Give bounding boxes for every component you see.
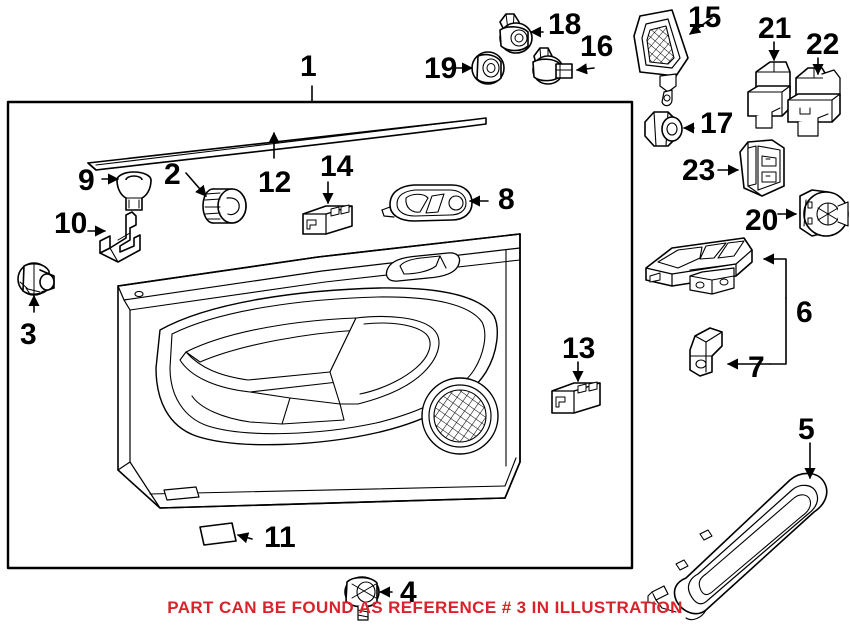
callout-1: 1 — [300, 50, 317, 83]
callout-9: 9 — [78, 164, 95, 197]
callout-5: 5 — [798, 413, 815, 446]
part-belt-line-molding — [87, 117, 487, 171]
callout-22: 22 — [806, 28, 840, 61]
callout-11: 11 — [264, 521, 296, 554]
callout-3: 3 — [20, 318, 37, 351]
part-window-switch-double — [787, 67, 841, 137]
part-round-grommet — [471, 51, 505, 85]
leader-6-branch — [769, 297, 787, 365]
part-mounting-bracket-clip — [99, 211, 141, 263]
callout-8: 8 — [498, 183, 515, 216]
part-connector-13 — [551, 381, 601, 414]
part-lamp-socket — [799, 189, 849, 237]
callout-17: 17 — [700, 107, 734, 140]
callout-20: 20 — [745, 204, 779, 237]
callout-21: 21 — [758, 12, 792, 45]
callout-16: 16 — [580, 30, 614, 63]
callout-10: 10 — [54, 207, 88, 240]
leader-15 — [689, 17, 713, 35]
part-interior-door-handle — [381, 184, 473, 222]
part-hex-nut-cap — [644, 111, 683, 147]
leader-6 — [762, 253, 787, 299]
part-screw — [344, 576, 380, 621]
part-handle-bracket — [689, 327, 723, 377]
part-retainer-grommet — [202, 188, 247, 224]
callout-15: 15 — [688, 1, 722, 34]
part-sail-panel-tweeter-cover — [633, 9, 689, 107]
part-connector-14 — [302, 204, 353, 235]
callout-7: 7 — [748, 351, 765, 384]
part-window-switch-single — [747, 61, 791, 129]
callout-23: 23 — [682, 154, 716, 187]
leader-2 — [185, 172, 207, 197]
part-pull-handle-trim — [647, 472, 828, 621]
callout-13: 13 — [562, 332, 596, 365]
callout-4: 4 — [400, 576, 417, 609]
part-cover-cap — [199, 522, 237, 546]
callout-2: 2 — [164, 158, 181, 191]
callout-12: 12 — [258, 166, 292, 199]
leader-11 — [236, 532, 253, 544]
reference-note: PART CAN BE FOUND AS REFERENCE # 3 IN IL… — [167, 598, 683, 617]
part-push-rivet — [499, 13, 533, 54]
part-push-pin-clip — [116, 171, 152, 211]
part-door-handle-bezel — [645, 237, 753, 295]
callout-6: 6 — [796, 296, 813, 329]
part-master-window-switch — [739, 139, 785, 197]
part-grommet-clip — [532, 47, 573, 85]
leader-16 — [575, 63, 595, 75]
part-door-trim-panel — [117, 233, 521, 509]
callout-14: 14 — [320, 150, 354, 183]
callout-19: 19 — [424, 52, 458, 85]
callout-18: 18 — [548, 8, 582, 41]
